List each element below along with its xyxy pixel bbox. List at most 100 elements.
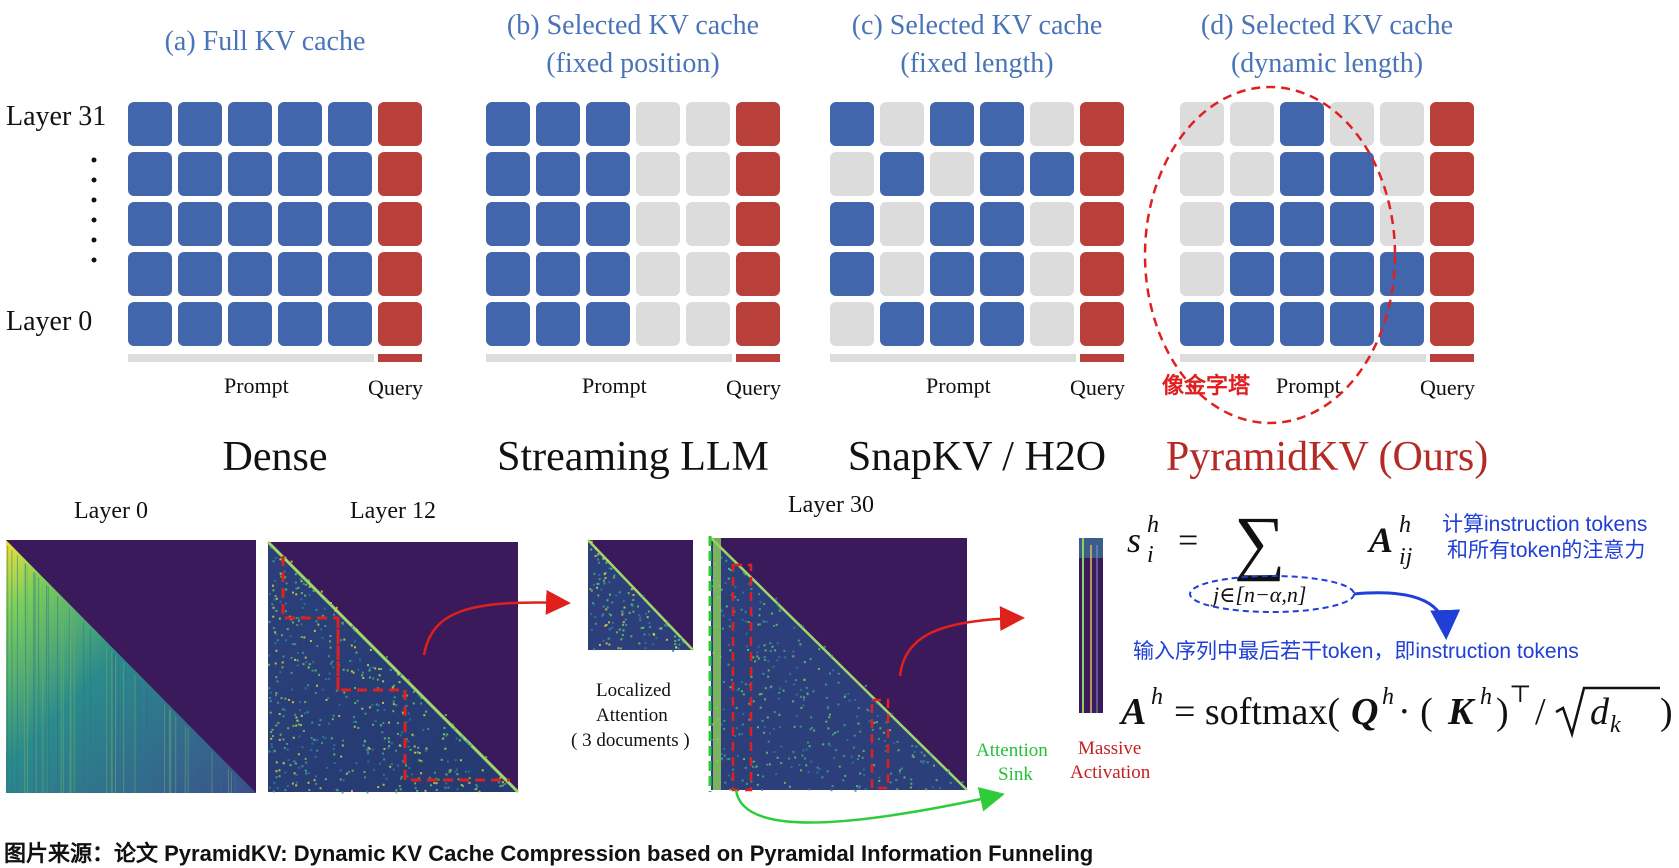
attention-sink-line2: Sink [998, 764, 1033, 785]
kv-cell [1230, 102, 1274, 146]
kv-cell [278, 202, 322, 246]
kv-cell [1280, 252, 1324, 296]
kv-cell [930, 102, 974, 146]
kv-cell [228, 252, 272, 296]
query-bar [736, 354, 780, 362]
query-label: Query [1420, 375, 1475, 400]
heatmap-layer-0 [6, 540, 256, 793]
prompt-bar [486, 354, 732, 362]
kv-cell [328, 152, 372, 196]
kv-cell [830, 152, 874, 196]
kv-cell [178, 302, 222, 346]
kv-cell [278, 102, 322, 146]
kv-cell [178, 252, 222, 296]
kv-cell [830, 302, 874, 346]
kv-cell [128, 252, 172, 296]
method-name: SnapKV / H2O [848, 434, 1106, 480]
massive-activation-line1: Massive [1078, 738, 1141, 759]
query-cell [1430, 152, 1474, 196]
prompt-label: Prompt [224, 373, 289, 398]
kv-cell [1380, 152, 1424, 196]
kv-cell [636, 102, 680, 146]
svg-text:K: K [1447, 691, 1476, 733]
panel-title: (d) Selected KV cache [1201, 10, 1453, 41]
kv-cell [486, 152, 530, 196]
query-cell [736, 152, 780, 196]
query-cell [378, 302, 422, 346]
massive-activation-line2: Activation [1070, 762, 1151, 783]
query-label: Query [368, 375, 423, 400]
sum-range: j∈[n−α,n] [1210, 582, 1306, 607]
score-formula: s h i = ∑ A h ij [1127, 502, 1413, 582]
query-cell [1080, 152, 1124, 196]
kv-cell [980, 302, 1024, 346]
method-name: PyramidKV (Ours) [1166, 434, 1488, 480]
kv-cell [1330, 202, 1374, 246]
kv-cell [636, 252, 680, 296]
svg-text:/: / [1535, 691, 1546, 733]
note-instruction: 输入序列中最后若干token，即instruction tokens [1133, 640, 1579, 663]
kv-cell [228, 102, 272, 146]
svg-text:=: = [1178, 520, 1198, 560]
svg-text:h: h [1151, 684, 1163, 710]
method-name: Streaming LLM [497, 434, 769, 480]
kv-cell [128, 302, 172, 346]
kv-cell [328, 202, 372, 246]
svg-text:Q: Q [1351, 691, 1378, 733]
kv-cell [686, 102, 730, 146]
kv-cell [228, 202, 272, 246]
kv-cell [1280, 102, 1324, 146]
svg-text:· (: · ( [1398, 691, 1433, 733]
query-cell [736, 302, 780, 346]
kv-cell [178, 102, 222, 146]
svg-text:): ) [1496, 691, 1509, 733]
kv-cell [830, 102, 874, 146]
kv-cell [1180, 102, 1224, 146]
kv-cell [278, 152, 322, 196]
kv-cell [1330, 302, 1374, 346]
kv-cell [636, 152, 680, 196]
kv-cell [636, 202, 680, 246]
method-name: Dense [223, 434, 328, 480]
kv-panel-2: (b) Selected KV cache(fixed position)Pro… [486, 10, 781, 480]
kv-cell [586, 252, 630, 296]
kv-cell [536, 302, 580, 346]
attention-formula: A h = softmax( Q h · ( K h ) ⊤ / d k ) [1119, 682, 1673, 739]
query-cell [1080, 202, 1124, 246]
query-cell [1430, 102, 1474, 146]
panel-subtitle: (fixed position) [546, 48, 719, 79]
kv-cell [1030, 302, 1074, 346]
kv-cell [1030, 252, 1074, 296]
kv-cell [278, 302, 322, 346]
kv-cell [980, 202, 1024, 246]
panel-subtitle: (dynamic length) [1231, 48, 1423, 79]
kv-cell [1330, 252, 1374, 296]
kv-cell [128, 152, 172, 196]
svg-text:s: s [1127, 520, 1141, 560]
query-cell [1080, 252, 1124, 296]
prompt-bar [1180, 354, 1426, 362]
kv-cell [1180, 302, 1224, 346]
kv-cell [686, 252, 730, 296]
pyramid-annotation: 像金字塔 [1162, 373, 1251, 398]
note-attention-line1: 计算instruction tokens [1442, 513, 1647, 536]
arrow-layer30-to-bar [898, 606, 1025, 677]
kv-cell [486, 102, 530, 146]
kv-cell [1380, 102, 1424, 146]
prompt-bar [830, 354, 1076, 362]
kv-cell [1280, 202, 1324, 246]
localized-attention-line2: Attention [596, 705, 668, 726]
svg-text:⊤: ⊤ [1509, 682, 1532, 708]
kv-panel-3: (c) Selected KV cache(fixed length)Promp… [830, 10, 1125, 480]
query-cell [736, 202, 780, 246]
layer-31-label: Layer 31 [6, 101, 106, 132]
kv-cell [536, 152, 580, 196]
query-label: Query [1070, 375, 1125, 400]
kv-cell [1180, 202, 1224, 246]
kv-cell [536, 102, 580, 146]
query-cell [378, 252, 422, 296]
kv-cell [1280, 152, 1324, 196]
kv-panel-4: (d) Selected KV cache(dynamic length)Pro… [1166, 10, 1488, 480]
